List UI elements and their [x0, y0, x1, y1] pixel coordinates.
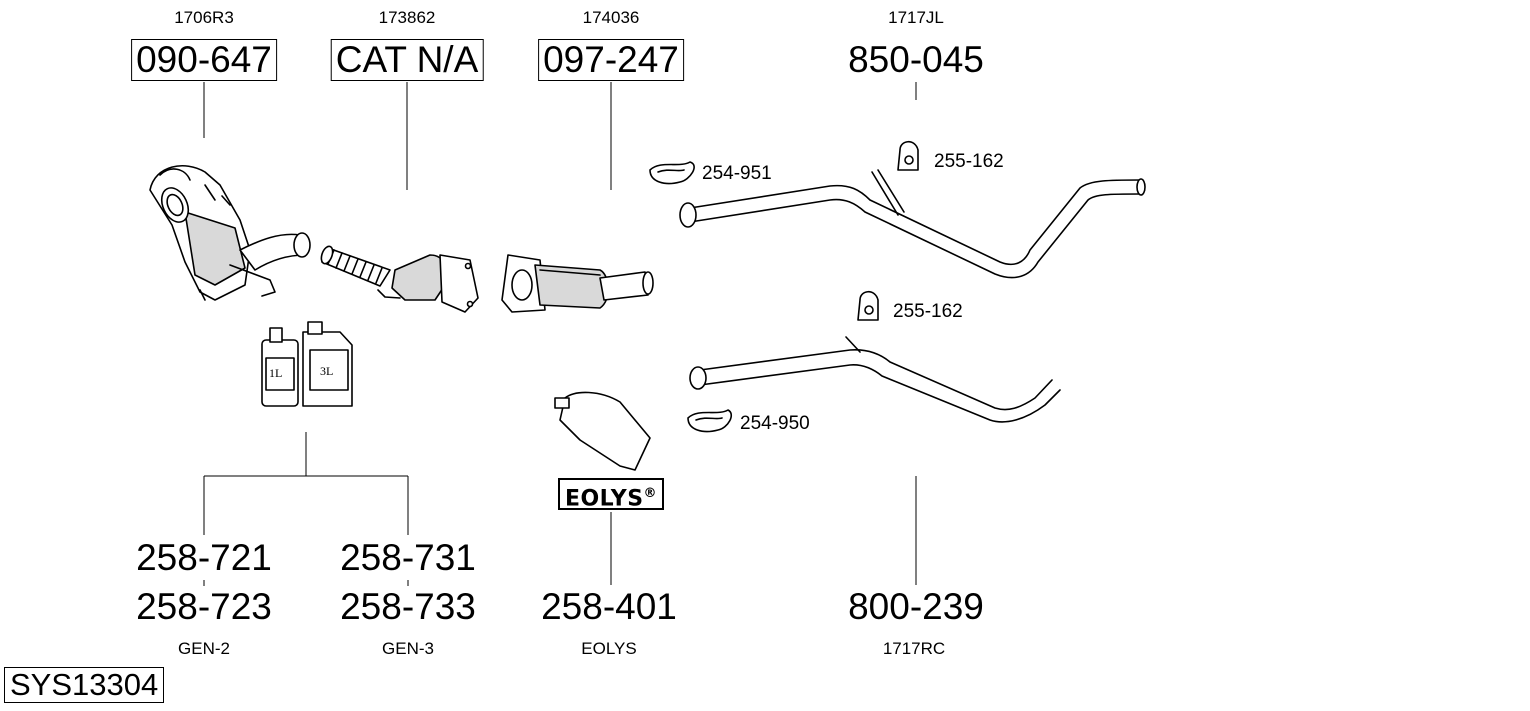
clamp-254-951-label[interactable]: 254-951	[702, 163, 772, 184]
eolys-bag-drawing	[554, 391, 651, 471]
oem-code-1: 1706R3	[174, 8, 234, 27]
part-number-258-723[interactable]: 258-723	[136, 586, 272, 627]
part-number-258-721[interactable]: 258-721	[136, 537, 272, 578]
clamp-254-950-label[interactable]: 254-950	[740, 413, 810, 434]
sub-label-eolys: EOLYS	[581, 639, 637, 658]
sub-label-1717rc: 1717RC	[882, 639, 946, 658]
front-pipe-drawing	[679, 169, 1146, 279]
eolys-logo: EOLYS®	[558, 478, 664, 512]
sub-label-gen-2: GEN-2	[178, 639, 230, 658]
part-number-258-731[interactable]: 258-731	[340, 537, 476, 578]
part-number-cat-na[interactable]: CAT N/A	[330, 39, 484, 81]
oem-code-4: 1717JL	[888, 8, 944, 27]
eolys-logo-text: EOLYS	[564, 486, 644, 512]
hanger-255-162-top-drawing	[897, 140, 919, 171]
part-number-097-247[interactable]: 097-247	[538, 39, 684, 81]
container-1l-label: 1L	[269, 366, 283, 380]
flex-pipe-catalyst-drawing	[320, 245, 479, 313]
registered-mark: ®	[643, 486, 658, 501]
part-number-850-045[interactable]: 850-045	[848, 39, 984, 80]
clamp-254-950-drawing	[687, 409, 733, 433]
hanger-255-162-top-label[interactable]: 255-162	[934, 151, 1004, 172]
part-number-090-647[interactable]: 090-647	[131, 39, 277, 81]
fluid-container-1l-drawing	[261, 327, 299, 407]
hanger-255-162-bottom-label[interactable]: 255-162	[893, 301, 963, 322]
part-number-800-239[interactable]: 800-239	[848, 586, 984, 627]
manifold-catalyst-drawing	[149, 164, 311, 301]
fluid-container-3l-drawing	[302, 321, 353, 407]
sub-label-gen-3: GEN-3	[382, 639, 434, 658]
part-number-258-401[interactable]: 258-401	[541, 586, 677, 627]
dpf-drawing	[501, 254, 654, 313]
system-code: SYS13304	[4, 667, 165, 703]
oem-code-3: 174036	[582, 8, 640, 27]
container-3l-label: 3L	[320, 364, 334, 378]
leader-lines	[203, 82, 917, 586]
clamp-254-951-drawing	[649, 161, 695, 185]
rear-pipe-drawing	[689, 336, 1061, 423]
oem-code-2: 173862	[378, 8, 436, 27]
part-number-258-733[interactable]: 258-733	[340, 586, 476, 627]
hanger-255-162-bottom-drawing	[857, 290, 879, 321]
